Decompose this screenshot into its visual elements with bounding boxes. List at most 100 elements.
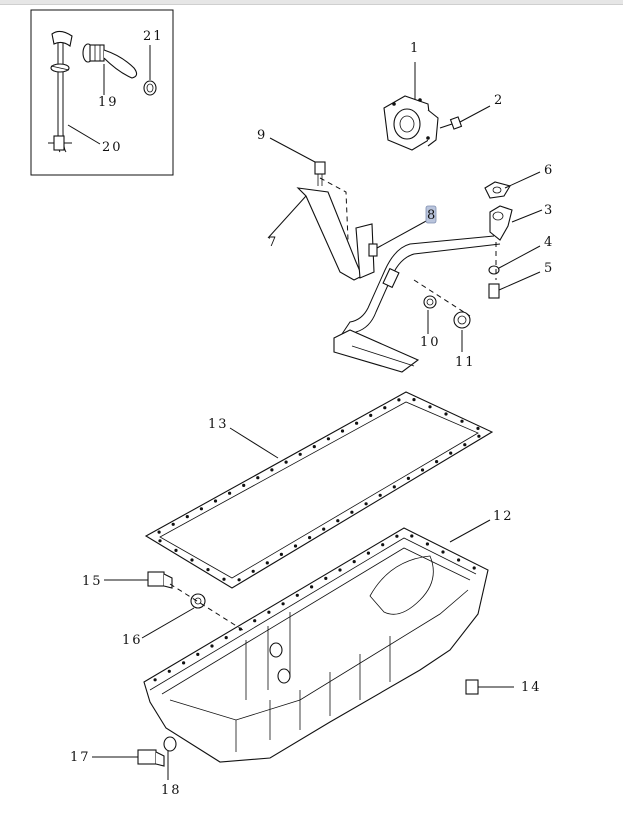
callout-1: 1 — [410, 41, 420, 56]
bolt-hole — [406, 476, 410, 480]
support-bracket-7 — [267, 187, 375, 281]
seal-10 — [423, 295, 437, 334]
bolt-5 — [488, 271, 541, 299]
bolt-hole — [310, 585, 314, 589]
bolt-hole — [425, 542, 429, 546]
bolt-hole — [381, 543, 385, 547]
bolt-hole — [420, 468, 425, 472]
bolt-hole — [158, 539, 162, 543]
bolt-hole — [199, 507, 203, 511]
bolt-hole — [340, 429, 345, 433]
bolt-hole — [322, 527, 326, 531]
bolt-hole — [295, 593, 299, 597]
bolt-hole — [265, 561, 269, 565]
callout-16: 16 — [122, 633, 143, 648]
bolt-hole — [242, 483, 246, 487]
oil-pan-12 — [143, 519, 491, 763]
bolt-hole — [326, 437, 330, 441]
callout-10: 10 — [420, 335, 441, 350]
callout-15: 15 — [82, 574, 103, 589]
sleeve-11 — [453, 311, 471, 352]
callout-6: 6 — [544, 163, 554, 178]
bolt-hole — [298, 452, 302, 456]
callout-21: 21 — [143, 29, 164, 44]
oil-pump — [383, 62, 439, 151]
bolt-hole — [157, 530, 161, 534]
bolt-hole — [352, 560, 356, 564]
oil-pan-bolt-holes — [153, 534, 476, 682]
suction-pipe — [333, 205, 543, 373]
bolt-hole — [392, 485, 396, 489]
callout-3: 3 — [544, 203, 554, 218]
callout-20: 20 — [102, 140, 123, 155]
bolt-hole — [153, 678, 157, 682]
bolt-hole — [449, 451, 453, 455]
bolt-hole — [324, 576, 328, 581]
bolt-hole — [196, 652, 200, 657]
bolt-hole — [293, 544, 298, 548]
drain-plug-15 — [104, 571, 173, 589]
callout-5: 5 — [544, 261, 554, 276]
bolt-hole — [457, 558, 461, 562]
inset-detail-box — [30, 9, 174, 176]
bolt-hole — [210, 644, 214, 648]
bolt-hole — [312, 445, 316, 449]
gasket-bolt-holes — [157, 398, 481, 582]
bolt-hole — [412, 398, 416, 402]
bolt-hole — [397, 398, 401, 402]
bolt-hole — [267, 610, 271, 614]
bolt-hole — [364, 502, 368, 506]
bolt-hole — [251, 569, 255, 573]
bolt-hole — [174, 548, 178, 553]
bolt-hole — [460, 419, 464, 423]
oil-pan-gasket-13 — [144, 391, 494, 589]
bolt-hole — [444, 412, 448, 416]
sealing-washer-18 — [163, 736, 177, 780]
bolt-hole — [281, 602, 285, 606]
bolt-hole — [336, 519, 340, 523]
bolt-hole — [190, 558, 194, 562]
bolt-hole — [279, 552, 283, 557]
gasket-6 — [484, 171, 541, 199]
bolt-2 — [439, 105, 491, 130]
sealing-washer-16 — [141, 593, 206, 639]
bolt-hole — [383, 406, 387, 410]
bolt-hole — [428, 405, 432, 409]
bolt-hole — [395, 534, 399, 538]
bolt-hole — [185, 515, 189, 519]
bolt-hole — [206, 568, 210, 572]
callout-11: 11 — [455, 355, 476, 370]
window-top-bar — [0, 0, 623, 5]
bolt-hole — [256, 476, 260, 480]
callout-4: 4 — [544, 235, 554, 250]
bolt-hole — [369, 413, 373, 417]
bolt-hole — [477, 434, 481, 438]
callout-8: 8 — [427, 208, 437, 223]
bolt-hole — [308, 536, 312, 540]
callout-7: 7 — [268, 235, 278, 250]
drain-plug-17 — [92, 749, 165, 767]
bolt-hole — [253, 619, 257, 623]
callout-13: 13 — [208, 417, 229, 432]
bolt-9 — [269, 137, 349, 241]
bolt-8 — [368, 219, 429, 257]
bolt-hole — [213, 499, 218, 503]
bolt-hole — [355, 421, 359, 425]
bolt-hole — [222, 577, 226, 581]
washer-4 — [488, 245, 541, 275]
bolt-hole — [228, 491, 232, 495]
bolt-hole — [366, 551, 370, 555]
callout-14: 14 — [521, 680, 542, 695]
callout-2: 2 — [494, 93, 504, 108]
bolt-hole — [171, 522, 175, 526]
bolt-hole — [378, 493, 382, 497]
callout-12: 12 — [493, 509, 514, 524]
bolt-hole — [435, 460, 439, 464]
bolt-hole — [167, 669, 171, 673]
bolt-hole — [441, 550, 445, 554]
bolt-hole — [410, 534, 414, 538]
bolt-hole — [237, 578, 241, 582]
callout-18: 18 — [161, 783, 182, 798]
callout-9: 9 — [257, 128, 267, 143]
bolt-hole — [182, 661, 186, 665]
